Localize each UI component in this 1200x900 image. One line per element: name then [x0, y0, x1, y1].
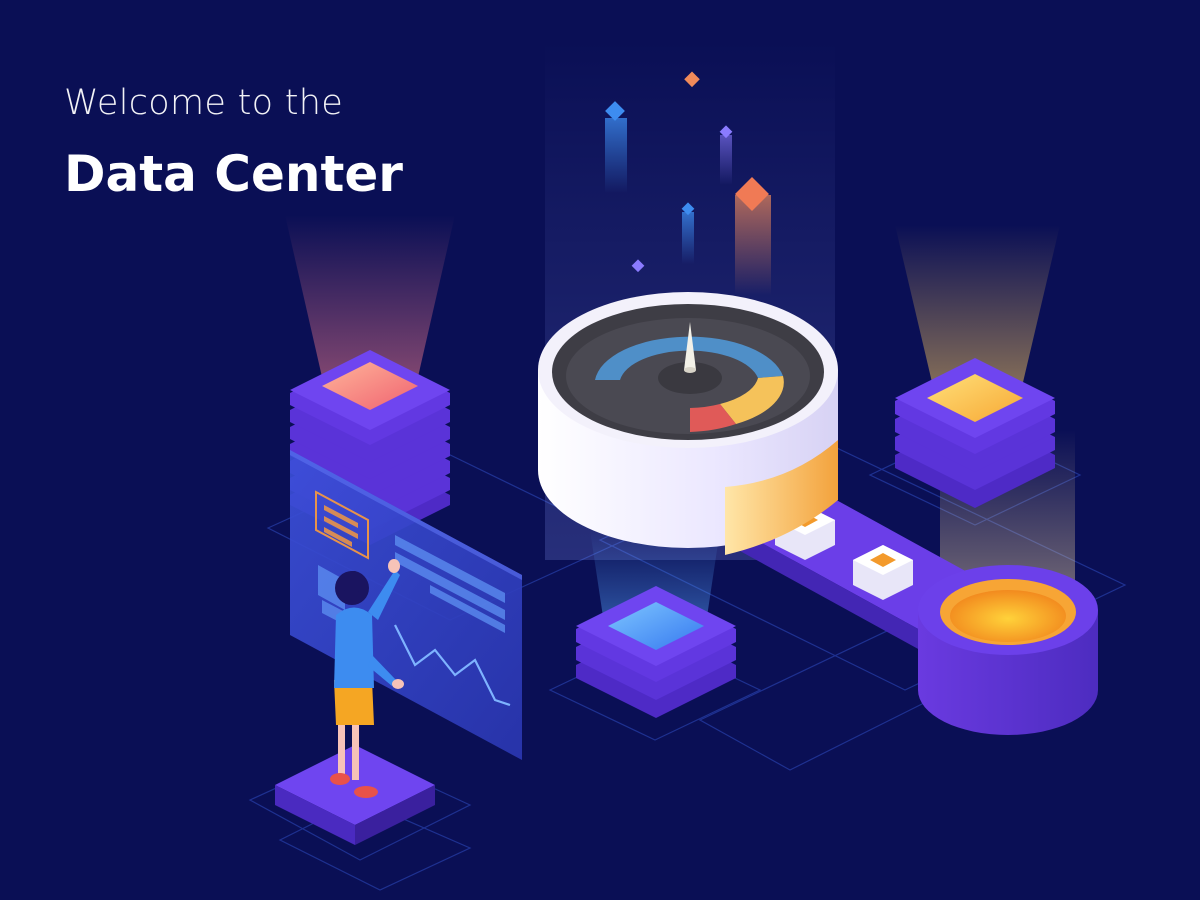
- server-stack-yellow-icon: [895, 358, 1055, 508]
- welcome-subtitle: Welcome to the: [64, 83, 344, 123]
- gauge-cylinder-icon: [538, 292, 838, 555]
- gauge-dial: [595, 322, 784, 432]
- floating-particles: [605, 71, 771, 295]
- page-heading: Welcome to the Data Center: [64, 82, 403, 204]
- person-figure-icon: [275, 559, 435, 845]
- data-tank-icon: [918, 565, 1098, 735]
- page-title: Data Center: [64, 145, 403, 203]
- server-stack-blue-icon: [576, 586, 736, 718]
- data-box: [853, 545, 913, 600]
